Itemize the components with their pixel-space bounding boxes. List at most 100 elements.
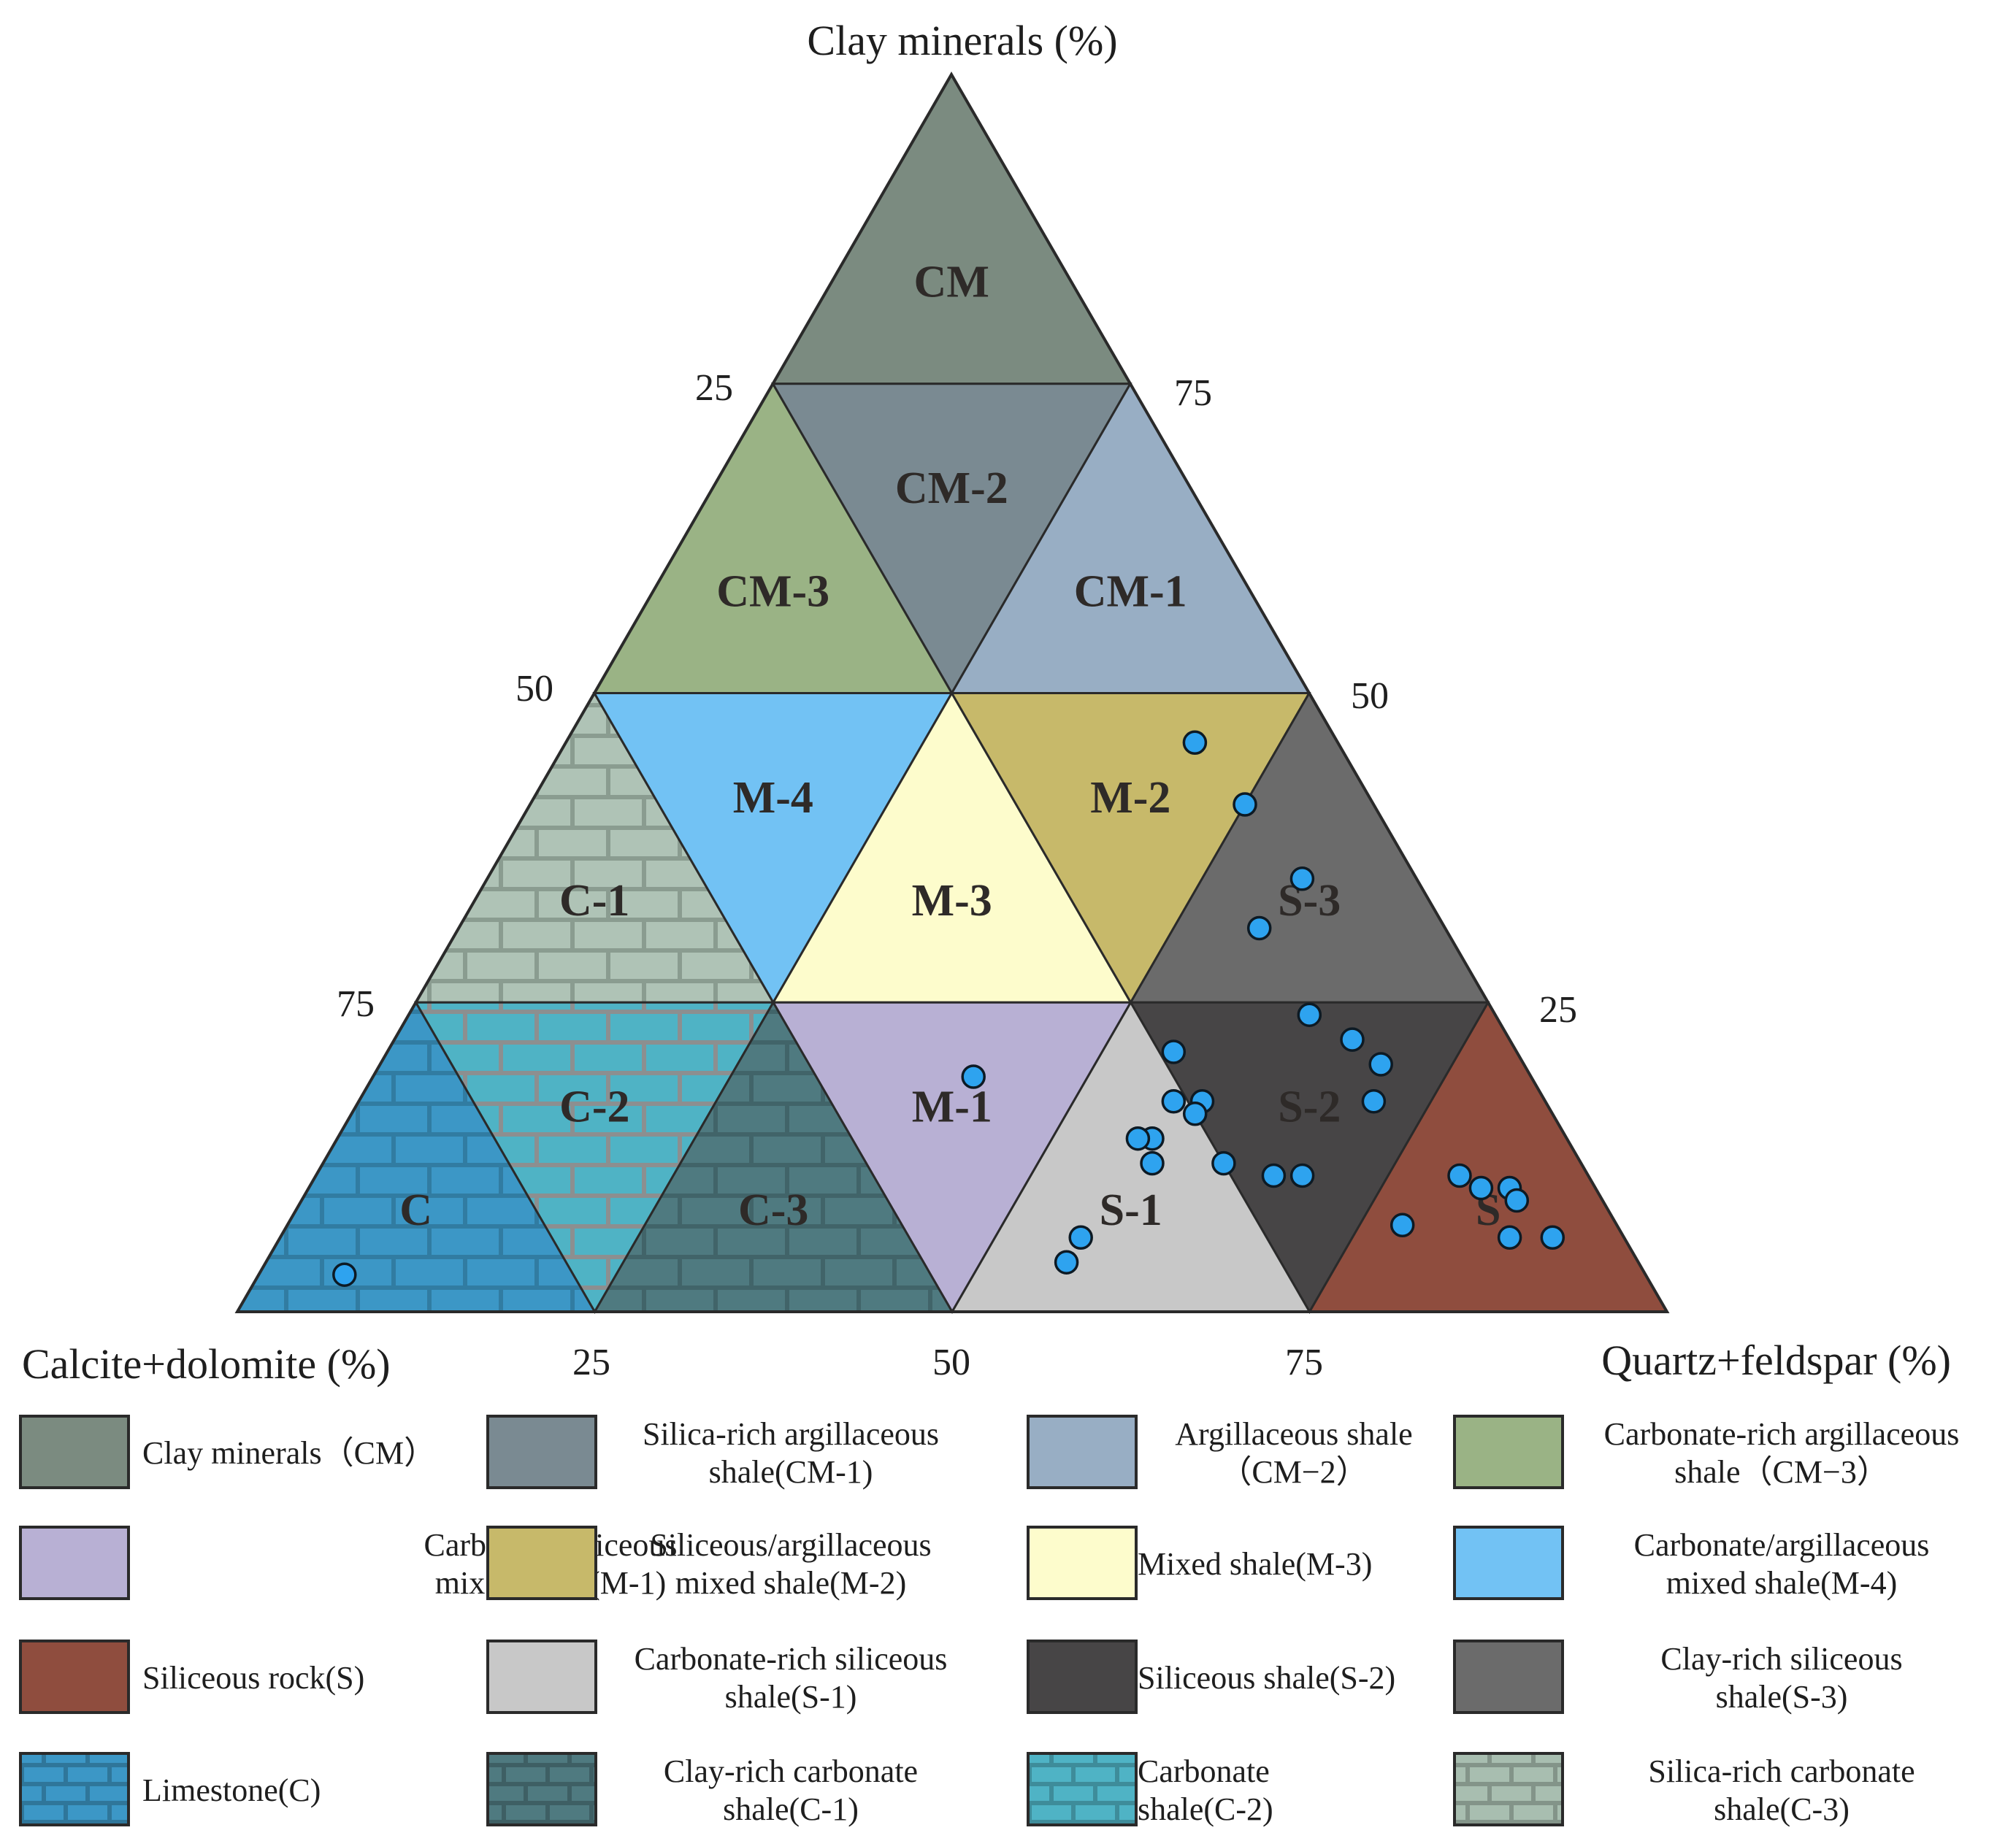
sample-point: [1261, 1163, 1287, 1188]
sample-point: [1540, 1225, 1565, 1250]
left-axis-title: Calcite+dolomite (%): [22, 1340, 391, 1388]
sample-point: [1182, 1102, 1208, 1126]
legend-swatch: [1027, 1752, 1138, 1826]
legend-item: Clay minerals（CM）: [19, 1415, 436, 1489]
legend-label: shale(CM-1): [709, 1454, 873, 1490]
left-tick-label: 50: [516, 668, 553, 710]
zone-label-m-3: M-3: [912, 876, 992, 926]
right-tick-label: 25: [1539, 989, 1577, 1031]
legend-swatch: [1453, 1526, 1564, 1600]
sample-point: [1246, 915, 1272, 941]
zone-label-s-1: S-1: [1100, 1185, 1162, 1235]
legend-swatch: [486, 1415, 597, 1489]
sample-point: [1361, 1089, 1387, 1114]
sample-point: [1289, 866, 1315, 891]
sample-point: [1497, 1225, 1522, 1250]
legend-label: Silica-rich argillaceous: [643, 1416, 939, 1452]
bottom-tick-label: 25: [572, 1342, 610, 1383]
triangle-outline: [234, 72, 1670, 1313]
legend-swatch: [1027, 1640, 1138, 1714]
legend-swatch: [19, 1752, 130, 1826]
legend-label: Silica-rich carbonate: [1648, 1753, 1915, 1789]
legend-label: Siliceous/argillaceous: [650, 1527, 931, 1563]
zone-cm: [770, 72, 1132, 385]
legend-label: mixed shale(M-4): [1666, 1565, 1897, 1601]
top-axis-title: Clay minerals (%): [807, 17, 1117, 64]
legend-item: Mixed shale(M-3): [1027, 1526, 1372, 1600]
legend-swatch: [1453, 1640, 1564, 1714]
legend-label: shale（CM−3）: [1674, 1454, 1889, 1490]
legend-label: shale(C-3): [1714, 1791, 1850, 1827]
legend-label: shale(C-1): [723, 1791, 859, 1827]
legend-swatch: [19, 1526, 130, 1600]
legend-item: Siliceous rock(S): [19, 1640, 364, 1714]
sample-point: [332, 1262, 357, 1287]
zone-label-c-1: C-1: [559, 876, 629, 926]
legend-label: Clay minerals（CM）: [142, 1435, 436, 1471]
zone-label-c-2: C-2: [559, 1083, 629, 1132]
sample-point: [1068, 1225, 1093, 1250]
legend-swatch: [1027, 1415, 1138, 1489]
sample-point: [1289, 1163, 1315, 1188]
sample-point: [961, 1064, 986, 1089]
right-tick-label: 75: [1174, 372, 1212, 414]
zone-label-s-2: S-2: [1278, 1083, 1341, 1132]
legend-label: Limestone(C): [142, 1772, 321, 1808]
sample-point: [1182, 730, 1208, 756]
sample-point: [1297, 1002, 1322, 1027]
sample-point: [1054, 1250, 1079, 1275]
bottom-tick-label: 75: [1285, 1342, 1323, 1383]
zone-label-m-4: M-4: [733, 773, 813, 823]
zone-label-cm: CM: [914, 258, 989, 307]
bottom-tick-label: 50: [932, 1342, 970, 1383]
legend-label: Siliceous shale(S-2): [1138, 1660, 1395, 1696]
legend-swatch: [1453, 1752, 1564, 1826]
legend-item: Limestone(C): [19, 1752, 321, 1826]
right-axis-title: Quartz+feldspar (%): [1601, 1337, 1951, 1384]
left-tick-label: 25: [695, 367, 733, 409]
left-tick-label: 75: [337, 983, 375, 1025]
legend-label: Siliceous rock(S): [142, 1660, 364, 1696]
legend-label: Carbonate-rich siliceous: [635, 1641, 948, 1677]
legend-item: Argillaceous shale（CM−2）: [1027, 1415, 1413, 1490]
legend-label: shale(S-1): [725, 1679, 857, 1715]
zone-label-cm-1: CM-1: [1074, 566, 1187, 616]
sample-point: [1447, 1163, 1472, 1188]
legend-item: Siliceous shale(S-2): [1027, 1640, 1395, 1714]
sample-point: [1161, 1089, 1187, 1114]
legend-label: Argillaceous shale: [1175, 1416, 1412, 1452]
legend-label: Carbonate: [1138, 1753, 1270, 1789]
legend-label: （CM−2）: [1219, 1454, 1368, 1490]
legend-label: Clay-rich carbonate: [664, 1753, 918, 1789]
triangle-border: [234, 72, 1670, 1313]
legend-swatch: [19, 1415, 130, 1489]
sample-point: [1340, 1027, 1365, 1052]
zone-label-c: C: [399, 1185, 432, 1235]
sample-point: [1211, 1150, 1236, 1176]
legend-swatch: [19, 1640, 130, 1714]
zone-label-cm-2: CM-2: [895, 464, 1008, 513]
zone-label-c-3: C-3: [738, 1185, 808, 1235]
sample-point: [1368, 1052, 1393, 1077]
legend: Clay minerals（CM） Silica-rich argillaceou…: [19, 1415, 1960, 1827]
sample-point: [1140, 1150, 1165, 1176]
sample-point: [1504, 1188, 1530, 1213]
zone-label-m-1: M-1: [912, 1083, 992, 1132]
legend-label: Mixed shale(M-3): [1138, 1546, 1372, 1582]
sample-point: [1125, 1126, 1151, 1151]
legend-label: Carbonate-rich argillaceous: [1604, 1416, 1960, 1452]
zone-label-cm-3: CM-3: [716, 566, 829, 616]
legend-swatch: [1453, 1415, 1564, 1489]
legend-label: mixed shale(M-2): [675, 1565, 906, 1601]
legend-label: shale(C-2): [1138, 1791, 1273, 1827]
